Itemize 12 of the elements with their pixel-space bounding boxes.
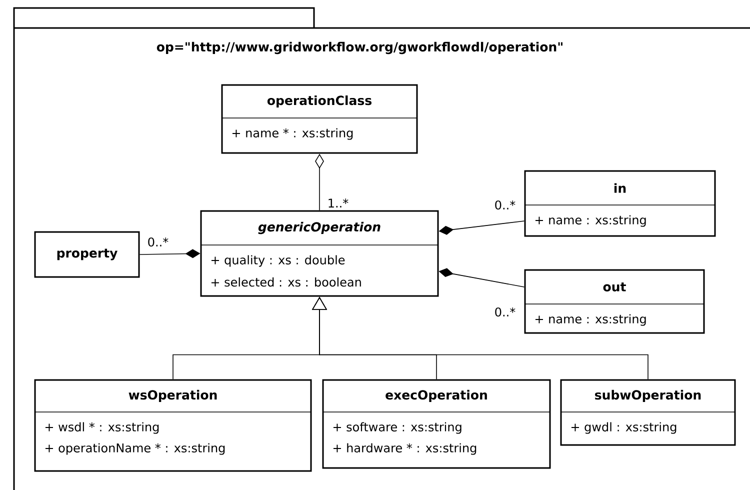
- class-box: in + name : xs:string: [524, 170, 716, 237]
- multiplicity-label: 0..*: [493, 199, 517, 211]
- class-box: genericOperation + quality : xs : double + selected : xs : boolean: [200, 210, 439, 297]
- class-box: property: [34, 231, 140, 278]
- class-box: subwOperation + gwdl : xs:string: [560, 379, 736, 446]
- multiplicity-label: 0..*: [146, 236, 170, 248]
- class-box: out + name : xs:string: [524, 269, 705, 334]
- multiplicity-label: 0..*: [493, 306, 517, 318]
- multiplicity-label: 1..*: [326, 198, 350, 208]
- class-box: wsOperation + wsdl * : xs:string + operationName * : xs:string: [34, 379, 312, 472]
- class-box: execOperation + software : xs:string + hardware * : xs:string: [322, 379, 551, 469]
- class-box: operationClass + name * : xs:string: [221, 84, 418, 154]
